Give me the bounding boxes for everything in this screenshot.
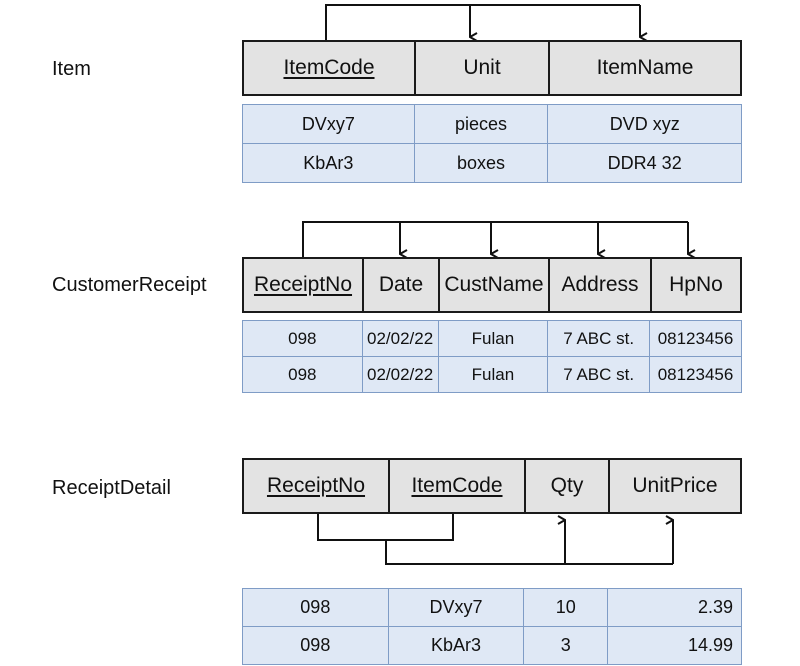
item-column-itemname: ItemName [596, 56, 694, 79]
table-cell: 7 ABC st. [547, 320, 651, 357]
table-row: DVxy7 pieces DVD xyz [242, 104, 742, 144]
table-row: 098 02/02/22 Fulan 7 ABC st. 08123456 [242, 320, 742, 357]
table-cell: 08123456 [649, 356, 742, 393]
item-column-itemcode: ItemCode [244, 42, 416, 94]
table-cell: 3 [523, 626, 609, 665]
table-row: KbAr3 boxes DDR4 32 [242, 143, 742, 183]
table-cell: 098 [242, 320, 363, 357]
table-cell: 02/02/22 [361, 356, 439, 393]
receipt-detail-column-itemcode: ItemCode [390, 460, 526, 512]
table-cell: 10 [523, 588, 609, 627]
table-cell: DVxy7 [242, 104, 415, 144]
receipt-detail-column-receiptno: ReceiptNo [244, 460, 390, 512]
relation-label-item: Item [52, 58, 91, 80]
customer-receipt-column-custname: CustName [440, 259, 550, 311]
relation-label-customerreceipt: CustomerReceipt [52, 274, 207, 296]
customer-receipt-column-hpno: HpNo [669, 273, 723, 296]
customer-receipt-dependency-arrows [302, 221, 688, 258]
receipt-detail-column-unitprice: UnitPrice [632, 474, 718, 497]
item-column-unit: Unit [416, 42, 550, 94]
customer-receipt-column-date: Date [364, 259, 440, 311]
receipt-detail-table: 098 DVxy7 10 2.39 098 KbAr3 3 14.99 [242, 588, 742, 665]
item-table: DVxy7 pieces DVD xyz KbAr3 boxes DDR4 32 [242, 104, 742, 183]
customer-receipt-column-address: Address [550, 259, 652, 311]
table-row: 098 KbAr3 3 14.99 [242, 626, 742, 665]
table-cell: KbAr3 [242, 143, 415, 183]
receipt-detail-column-qty: Qty [526, 460, 610, 512]
table-cell: DVD xyz [547, 104, 742, 144]
customer-receipt-header: ReceiptNo Date CustName Address HpNo [242, 257, 742, 313]
table-row: 098 DVxy7 10 2.39 [242, 588, 742, 627]
table-cell: DVxy7 [387, 588, 525, 627]
table-cell: 098 [242, 356, 363, 393]
table-cell: 098 [242, 626, 389, 665]
table-cell: pieces [413, 104, 549, 144]
table-cell: 14.99 [607, 626, 742, 665]
table-cell: boxes [413, 143, 549, 183]
table-cell: 02/02/22 [361, 320, 439, 357]
table-cell: 2.39 [607, 588, 742, 627]
table-cell: KbAr3 [387, 626, 525, 665]
table-cell: 098 [242, 588, 389, 627]
receipt-detail-dependency-arrows [317, 514, 674, 565]
receipt-detail-header: ReceiptNo ItemCode Qty UnitPrice [242, 458, 742, 514]
relation-label-receiptdetail: ReceiptDetail [52, 477, 171, 499]
table-cell: Fulan [437, 356, 549, 393]
table-cell: 7 ABC st. [547, 356, 651, 393]
table-cell: DDR4 32 [547, 143, 742, 183]
item-header: ItemCode Unit ItemName [242, 40, 742, 96]
table-cell: 08123456 [649, 320, 742, 357]
customer-receipt-column-receiptno: ReceiptNo [244, 259, 364, 311]
table-row: 098 02/02/22 Fulan 7 ABC st. 08123456 [242, 356, 742, 393]
customer-receipt-table: 098 02/02/22 Fulan 7 ABC st. 08123456 09… [242, 320, 742, 393]
item-dependency-arrows [325, 4, 640, 40]
table-cell: Fulan [437, 320, 549, 357]
